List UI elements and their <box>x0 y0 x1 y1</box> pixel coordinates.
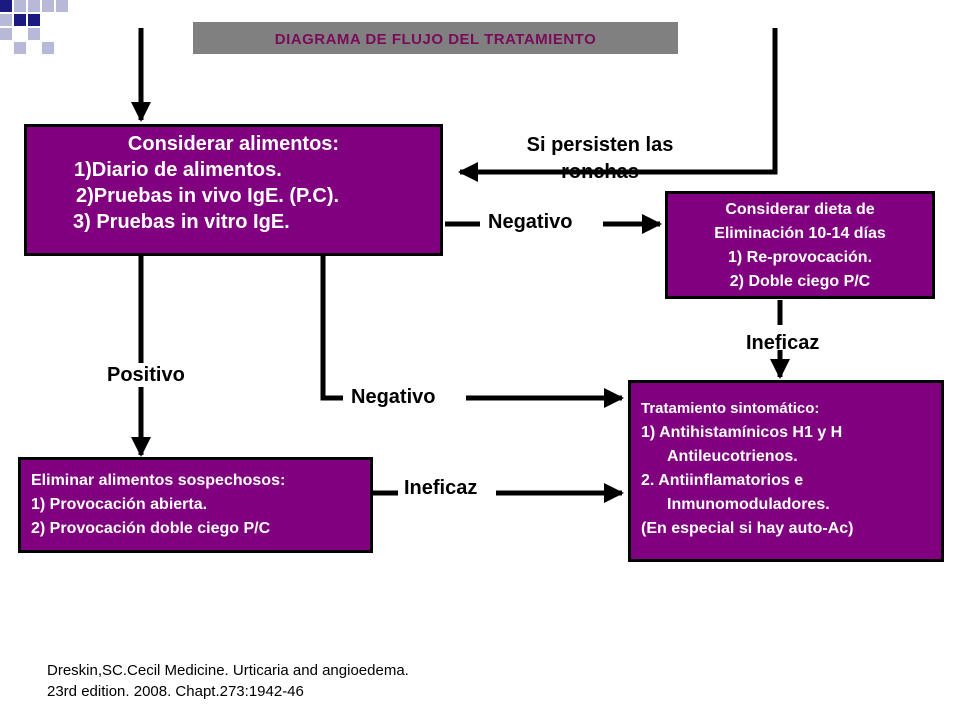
eliminar-alimentos-box: Eliminar alimentos sospechosos: 1) Provo… <box>18 457 373 553</box>
label-negativo-top: Negativo <box>488 211 573 233</box>
diagram-title: DIAGRAMA DE FLUJO DEL TRATAMIENTO <box>193 22 678 54</box>
box-line: Inmunomoduladores. <box>667 496 830 513</box>
label-line: Si persisten las <box>526 134 674 156</box>
box-line: 2. Antiinflamatorios e <box>641 472 804 489</box>
label-ineficaz-right: Ineficaz <box>746 332 820 354</box>
arrow-persisten <box>458 28 778 182</box>
deco-square <box>42 42 54 54</box>
deco-square <box>0 14 12 26</box>
deco-square <box>56 0 68 12</box>
box-line: Eliminación 10-14 días <box>714 225 886 242</box>
deco-square <box>0 0 12 12</box>
box-line: 3) Pruebas in vitro IgE. <box>73 211 290 233</box>
box-line: 2) Provocación doble ciego P/C <box>31 520 271 537</box>
box-line: 1) Re-provocación. <box>727 249 873 266</box>
deco-square <box>14 42 26 54</box>
label-ineficaz-bottom: Ineficaz <box>404 477 478 499</box>
deco-square <box>0 28 12 40</box>
deco-square <box>28 0 40 12</box>
considerar-alimentos-box: Considerar alimentos: 1)Diario de alimen… <box>24 124 443 256</box>
deco-square <box>42 0 54 12</box>
label-si-persisten: Si persisten las ronchas <box>495 132 705 186</box>
box-heading: Considerar alimentos: <box>127 133 340 155</box>
reference-line: Dreskin,SC.Cecil Medicine. Urticaria and… <box>47 662 409 679</box>
box-line: Antileucotrienos. <box>667 448 798 465</box>
deco-square <box>14 0 26 12</box>
label-negativo-mid: Negativo <box>351 386 436 408</box>
label-positivo: Positivo <box>107 364 185 386</box>
tratamiento-sintomatico-box: Tratamiento sintomático: 1) Antihistamín… <box>628 380 944 562</box>
box-line: (En especial si hay auto-Ac) <box>641 520 854 537</box>
label-line: ronchas <box>561 161 639 183</box>
box-line: 1)Diario de alimentos. <box>74 159 282 181</box>
deco-square <box>14 14 26 26</box>
reference-citation: Dreskin,SC.Cecil Medicine. Urticaria and… <box>47 660 409 702</box>
box-line: 2)Pruebas in vivo IgE. (P.C). <box>76 185 340 207</box>
box-line: Tratamiento sintomático: <box>641 400 820 417</box>
deco-square <box>28 28 40 40</box>
box-line: 1) Antihistamínicos H1 y H <box>641 424 843 441</box>
box-line: Considerar dieta de <box>725 201 875 218</box>
reference-line: 23rd edition. 2008. Chapt.273:1942-46 <box>47 683 304 700</box>
box-line: Eliminar alimentos sospechosos: <box>31 472 286 489</box>
box-line: 1) Provocación abierta. <box>31 496 208 513</box>
dieta-eliminacion-box: Considerar dieta de Eliminación 10-14 dí… <box>665 191 935 299</box>
deco-square <box>28 14 40 26</box>
box-line: 2) Doble ciego P/C <box>729 273 871 290</box>
line-negativo-mid <box>320 246 343 401</box>
